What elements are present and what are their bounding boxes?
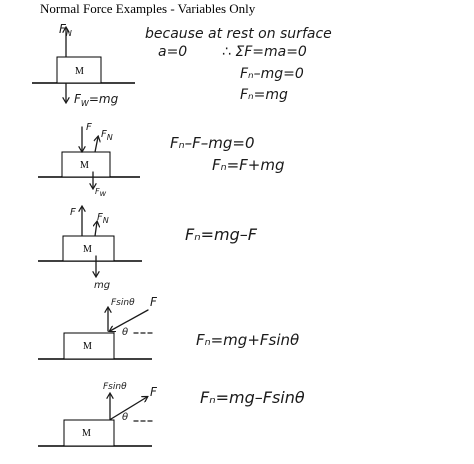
equation-line: Fₙ=mg+Fsinθ bbox=[196, 331, 299, 349]
example-3-work: Fₙ=mg–F bbox=[185, 225, 258, 244]
equation-line: Fₙ–F–mg=0 bbox=[170, 134, 255, 152]
example-2-work: Fₙ–F–mg=0 Fₙ=F+mg bbox=[170, 134, 285, 174]
applied-force-arrow bbox=[110, 397, 147, 420]
applied-force-arrow bbox=[110, 309, 149, 331]
example-3-diagram: M F FN mg bbox=[38, 207, 142, 291]
mass-block bbox=[62, 235, 115, 262]
angle-label: θ bbox=[122, 327, 128, 338]
equation-line: Fₙ=F+mg bbox=[212, 156, 285, 174]
applied-force-label: F bbox=[70, 207, 76, 218]
normal-force-arrow bbox=[95, 137, 98, 153]
example-5-diagram: M Fsinθ F θ bbox=[38, 382, 158, 447]
normal-force-label: FN bbox=[101, 129, 113, 142]
vertical-component-label: Fsinθ bbox=[103, 382, 127, 392]
example-5-work: Fₙ=mg–Fsinθ bbox=[200, 388, 305, 407]
mass-block bbox=[63, 419, 115, 447]
applied-force-label: F bbox=[150, 295, 158, 309]
example-4-work: Fₙ=mg+Fsinθ bbox=[196, 331, 299, 349]
vertical-component-label: Fsinθ bbox=[111, 298, 135, 308]
mass-label: M bbox=[75, 66, 84, 77]
equation-line: ∴ ΣF=ma=0 bbox=[222, 44, 307, 60]
mass-block bbox=[61, 151, 111, 178]
mass-label: M bbox=[83, 244, 92, 255]
mass-block bbox=[56, 56, 102, 84]
equation-line: because at rest on surface bbox=[145, 26, 332, 42]
normal-force-arrow bbox=[95, 222, 97, 237]
equation-line: Fₙ–mg=0 bbox=[240, 66, 304, 82]
angle-label: θ bbox=[122, 412, 128, 423]
weight-label: mg bbox=[94, 280, 110, 291]
mass-label: M bbox=[80, 160, 89, 171]
normal-force-label: FN bbox=[97, 212, 109, 225]
equation-line: Fₙ=mg–Fsinθ bbox=[200, 388, 305, 407]
equation-line: a=0 bbox=[158, 44, 187, 60]
applied-force-label: F bbox=[150, 385, 158, 399]
example-2-diagram: M F FN Fw bbox=[38, 122, 140, 198]
mass-label: M bbox=[82, 428, 91, 439]
example-1-diagram: M FN FW=mg bbox=[32, 22, 135, 108]
weight-label: FW=mg bbox=[74, 92, 119, 108]
mass-block bbox=[63, 332, 115, 360]
example-4-diagram: M Fsinθ F θ bbox=[38, 295, 158, 360]
equation-line: Fₙ=mg–F bbox=[185, 225, 258, 244]
page-title: Normal Force Examples - Variables Only bbox=[40, 1, 256, 16]
equation-line: Fₙ=mg bbox=[240, 87, 288, 103]
normal-force-label: FN bbox=[59, 22, 72, 38]
example-1-work: because at rest on surface a=0 ∴ ΣF=ma=0… bbox=[145, 26, 332, 103]
applied-force-label: F bbox=[86, 122, 92, 133]
mass-label: M bbox=[83, 341, 92, 352]
weight-label: Fw bbox=[95, 187, 107, 198]
